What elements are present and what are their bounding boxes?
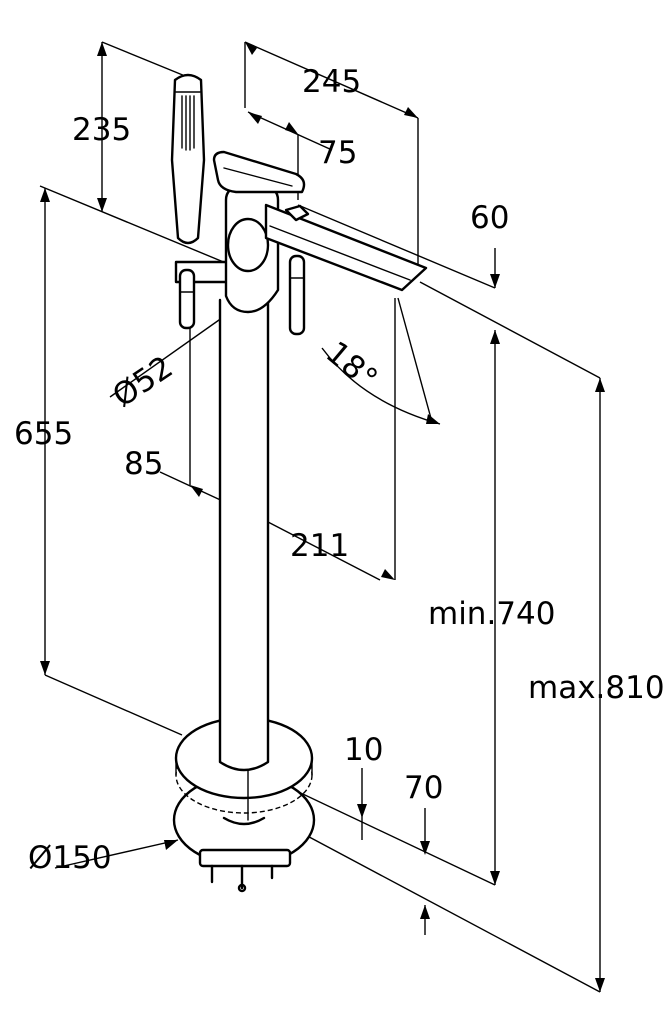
- label-75: 75: [318, 135, 357, 171]
- lever-handle: [212, 150, 306, 194]
- spout-knob: [284, 204, 310, 222]
- label-min-740: min.740: [428, 596, 555, 632]
- label-655: 655: [14, 416, 73, 452]
- label-10: 10: [344, 732, 383, 768]
- spout: [264, 203, 428, 292]
- dimension-arrows: [40, 42, 605, 992]
- column: [218, 298, 270, 772]
- label-max-810: max.810: [528, 670, 665, 706]
- right-pipe: [288, 254, 306, 336]
- label-diameter-52: Ø52: [106, 349, 179, 415]
- label-diameter-150: Ø150: [28, 840, 112, 876]
- hand-shower-icon: [170, 73, 206, 245]
- label-60: 60: [470, 200, 509, 236]
- label-245: 245: [302, 64, 361, 100]
- label-211: 211: [290, 528, 349, 564]
- mixer-head: [224, 184, 280, 314]
- dimension-lines: [39, 41, 601, 993]
- floor-fixing-icon: [198, 848, 292, 893]
- hose-connector: [178, 268, 196, 330]
- floor-mounted-faucet: [170, 73, 428, 893]
- label-85: 85: [124, 446, 163, 482]
- label-angle-18: 18°: [319, 335, 384, 398]
- hand-shower-grip-lines: [181, 95, 195, 151]
- dimension-labels: 235 245 75 60 Ø52 18° 655 85 211 min.740…: [14, 64, 665, 876]
- label-70: 70: [404, 770, 443, 806]
- label-235: 235: [72, 112, 131, 148]
